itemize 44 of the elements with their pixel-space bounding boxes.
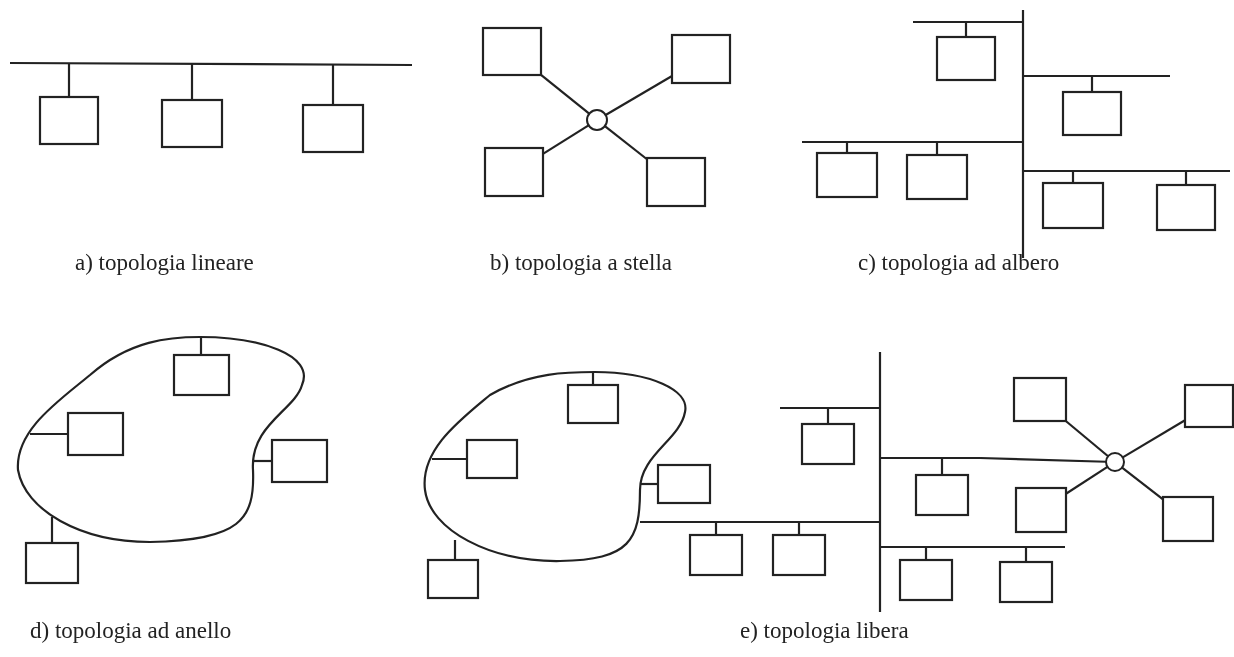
bus-line	[690, 352, 1065, 612]
station-box	[670, 33, 732, 85]
station-box	[301, 103, 365, 154]
hub-circle	[586, 109, 608, 131]
caption: a) topologia lineare	[75, 250, 254, 276]
connection-line	[1122, 419, 1186, 459]
connection-line	[30, 432, 68, 436]
connection-line	[190, 64, 194, 100]
station-box	[38, 95, 100, 146]
connection-line	[604, 125, 648, 161]
ring-line	[423, 370, 687, 563]
connection-line	[979, 456, 1107, 463]
hub-circle	[1105, 452, 1125, 472]
connection-line	[432, 457, 467, 461]
ring-line	[16, 335, 305, 544]
connection-line	[331, 64, 335, 105]
connection-line	[1121, 466, 1164, 501]
station-box	[566, 383, 620, 425]
station-box	[66, 411, 125, 457]
connection-line	[540, 74, 590, 115]
caption: e) topologia libera	[740, 618, 909, 644]
caption: c) topologia ad albero	[858, 250, 1060, 276]
station-box	[1183, 383, 1234, 429]
station-box	[172, 353, 231, 397]
connection-line	[605, 75, 673, 116]
connection-line	[1065, 420, 1109, 458]
station-box	[645, 156, 707, 208]
caption: d) topologia ad anello	[30, 618, 232, 644]
station-box	[465, 438, 519, 480]
connection-line	[453, 540, 457, 560]
station-box	[656, 463, 712, 505]
connection-line	[640, 520, 690, 524]
station-box	[24, 541, 80, 585]
caption: b) topologia a stella	[490, 250, 673, 276]
station-box	[160, 98, 224, 149]
station-box	[270, 438, 329, 484]
station-box	[426, 558, 480, 600]
connection-line	[67, 63, 71, 97]
station-box	[1161, 495, 1215, 543]
station-box	[483, 146, 545, 198]
connection-line	[50, 517, 54, 543]
bus-line	[10, 61, 412, 67]
station-box	[481, 26, 543, 77]
connection-line	[253, 459, 272, 463]
